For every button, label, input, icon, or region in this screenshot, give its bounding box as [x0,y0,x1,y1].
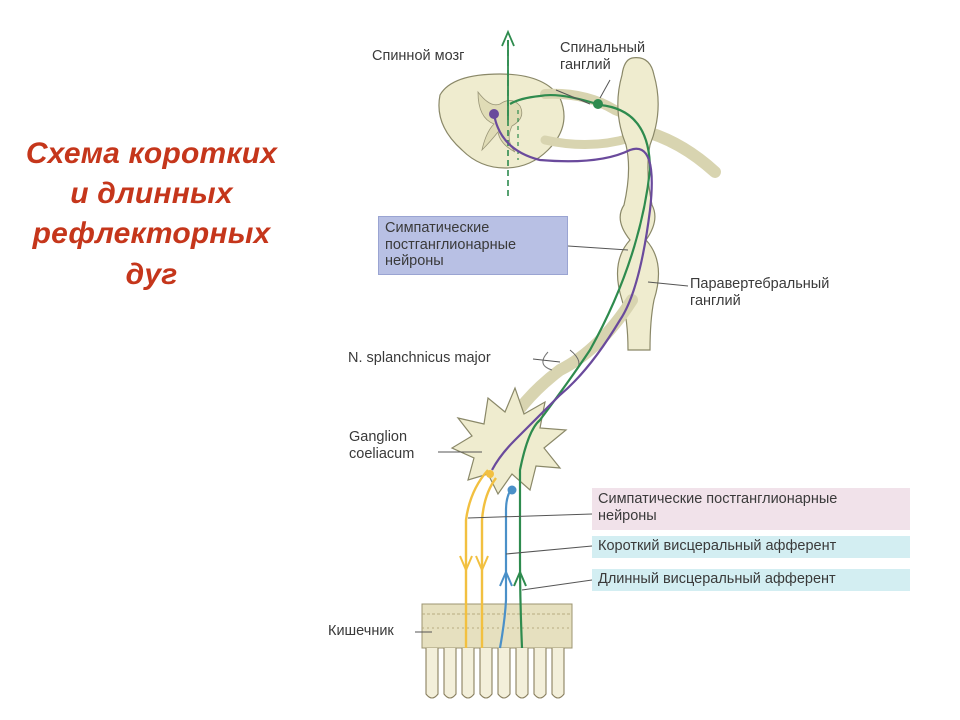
celiac-ganglion [450,386,568,496]
sympathetic-trunk [616,57,660,351]
splanchnic-nerve-label: N. splanchnicus major [348,350,491,366]
spinal-ganglion-label: Спинальный ганглий [560,40,646,73]
long-afferent-label: Длинный висцеральный афферент [592,569,910,591]
paravertebral-ganglion-label: Паравертебральный ганглий [690,276,830,309]
yellow-postganglionic-path-1 [464,469,489,648]
spinal-cord-section [438,73,565,169]
dorsal-root [540,88,645,125]
spinal-cord-label: Спинной мозг [372,48,465,64]
ganglion-coeliacum-label: Ganglion coeliacum [349,429,415,462]
leader-lines [415,79,689,633]
preganglionic-neuron-body [489,109,499,119]
sympathetic-postganglionic-label-top: Симпатические постганглионарные нейроны [378,216,568,275]
green-long-afferent-path [509,93,652,649]
short-afferent-label: Короткий висцеральный афферент [592,536,910,558]
sympathetic-postganglionic-label-bottom: Симпатические постганглионарные нейроны [592,488,910,530]
postganglionic-cell [486,470,494,478]
spinal-ganglion-cell [593,99,603,109]
intestine-wall [421,603,573,699]
intestine-label: Кишечник [328,623,394,639]
ventral-root [540,133,635,149]
yellow-postganglionic-path-2 [480,477,497,648]
diagram-title: Схема коротких и длинных рефлекторных ду… [25,137,278,291]
purple-preganglionic-path [491,113,653,471]
short-afferent-cell [507,485,517,495]
blue-short-afferent-path [498,487,513,649]
